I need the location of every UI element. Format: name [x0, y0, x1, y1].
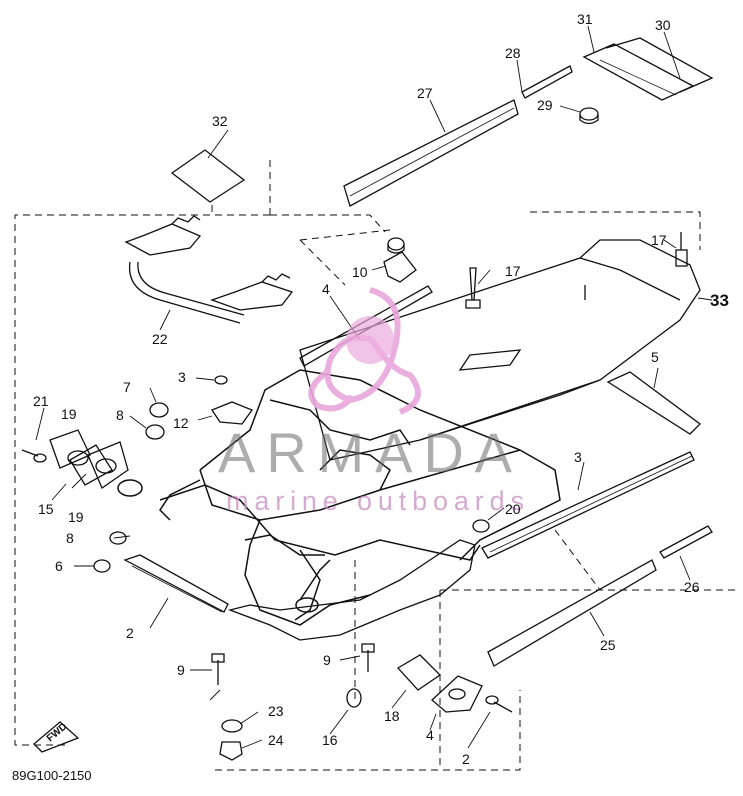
- callout-25: 25: [600, 637, 616, 653]
- callout-8a: 8: [116, 407, 124, 423]
- bolt-21: [21, 449, 47, 463]
- strip-25: [487, 559, 657, 667]
- watermark-tagline: marine outboards: [226, 486, 526, 516]
- callout-16: 16: [322, 732, 338, 748]
- part-16: [346, 688, 362, 708]
- callout-12: 12: [173, 415, 189, 431]
- callout-10: 10: [352, 264, 368, 280]
- callout-2a: 2: [126, 625, 134, 641]
- bushing-8b: [109, 531, 127, 545]
- bushing-8a: [145, 424, 165, 440]
- callout-20: 20: [505, 501, 521, 517]
- bolt-9b: [361, 643, 375, 672]
- nut-24: [219, 741, 243, 761]
- plate-30: [605, 37, 714, 93]
- callout-27: 27: [417, 85, 433, 101]
- bracket-12: [211, 401, 254, 425]
- callout-22: 22: [152, 331, 168, 347]
- strip-5: [606, 371, 701, 435]
- decal-32: [170, 149, 246, 203]
- callout-4b: 4: [426, 727, 434, 743]
- bolt-17a: [465, 267, 481, 309]
- callout-26: 26: [684, 579, 700, 595]
- callout-17b: 17: [651, 232, 667, 248]
- fwd-arrow-icon: FWD: [33, 721, 80, 753]
- leader-lines: [35, 25, 713, 749]
- callout-17a: 17: [505, 263, 521, 279]
- washer-3: [214, 375, 228, 385]
- lower-plate: [227, 539, 476, 641]
- callout-8b: 8: [66, 530, 74, 546]
- callout-32: 32: [212, 113, 228, 129]
- bushing-6: [93, 559, 111, 573]
- grommet-20: [472, 519, 490, 533]
- bushing-7: [149, 402, 169, 418]
- watermark-brand: ARMADA: [218, 421, 518, 484]
- plate-4: [431, 675, 483, 713]
- gasket-19-15: [49, 429, 129, 489]
- strip-26: [659, 525, 713, 559]
- bolt-2b: [485, 695, 513, 713]
- callout-18: 18: [384, 708, 400, 724]
- strip-27: [343, 99, 519, 207]
- rail-3: [481, 451, 695, 559]
- callout-33: 33: [710, 291, 729, 310]
- callout-24: 24: [268, 732, 284, 748]
- callout-28: 28: [505, 45, 521, 61]
- bracket-10: [383, 237, 417, 283]
- callout-19b: 19: [68, 509, 84, 525]
- callout-5: 5: [651, 349, 659, 365]
- washer-23: [221, 719, 243, 733]
- rail-2: [123, 554, 229, 613]
- armada-logo-mark: [308, 287, 421, 415]
- handle-22: [124, 215, 294, 324]
- callouts: 32 27 28 29 31 30 17 17 10 4 33 22 3 7 1…: [33, 11, 729, 767]
- callout-29: 29: [537, 97, 553, 113]
- callout-19a: 19: [61, 406, 77, 422]
- callout-15: 15: [38, 501, 54, 517]
- callout-23: 23: [268, 703, 284, 719]
- callout-9a: 9: [177, 662, 185, 678]
- diagram-code: 89G100-2150: [12, 768, 92, 783]
- knob-29: [579, 107, 599, 121]
- callout-3a: 3: [178, 369, 186, 385]
- callout-9b: 9: [323, 652, 331, 668]
- fwd-label: FWD: [45, 721, 70, 744]
- callout-30: 30: [655, 17, 671, 33]
- callout-31: 31: [577, 11, 593, 27]
- callout-21: 21: [33, 393, 49, 409]
- callout-6: 6: [55, 558, 63, 574]
- strip-28: [521, 65, 573, 99]
- plate-31: [582, 43, 695, 101]
- plate-18: [396, 654, 442, 691]
- deck-33: [299, 239, 701, 461]
- callout-4a: 4: [322, 281, 330, 297]
- callout-3b: 3: [574, 449, 582, 465]
- bolt-9a: [211, 653, 225, 685]
- rail-4: [299, 285, 433, 367]
- callout-2b: 2: [462, 751, 470, 767]
- dashed-outlines: [14, 160, 740, 771]
- callout-7: 7: [123, 379, 131, 395]
- main-frame: [117, 369, 561, 626]
